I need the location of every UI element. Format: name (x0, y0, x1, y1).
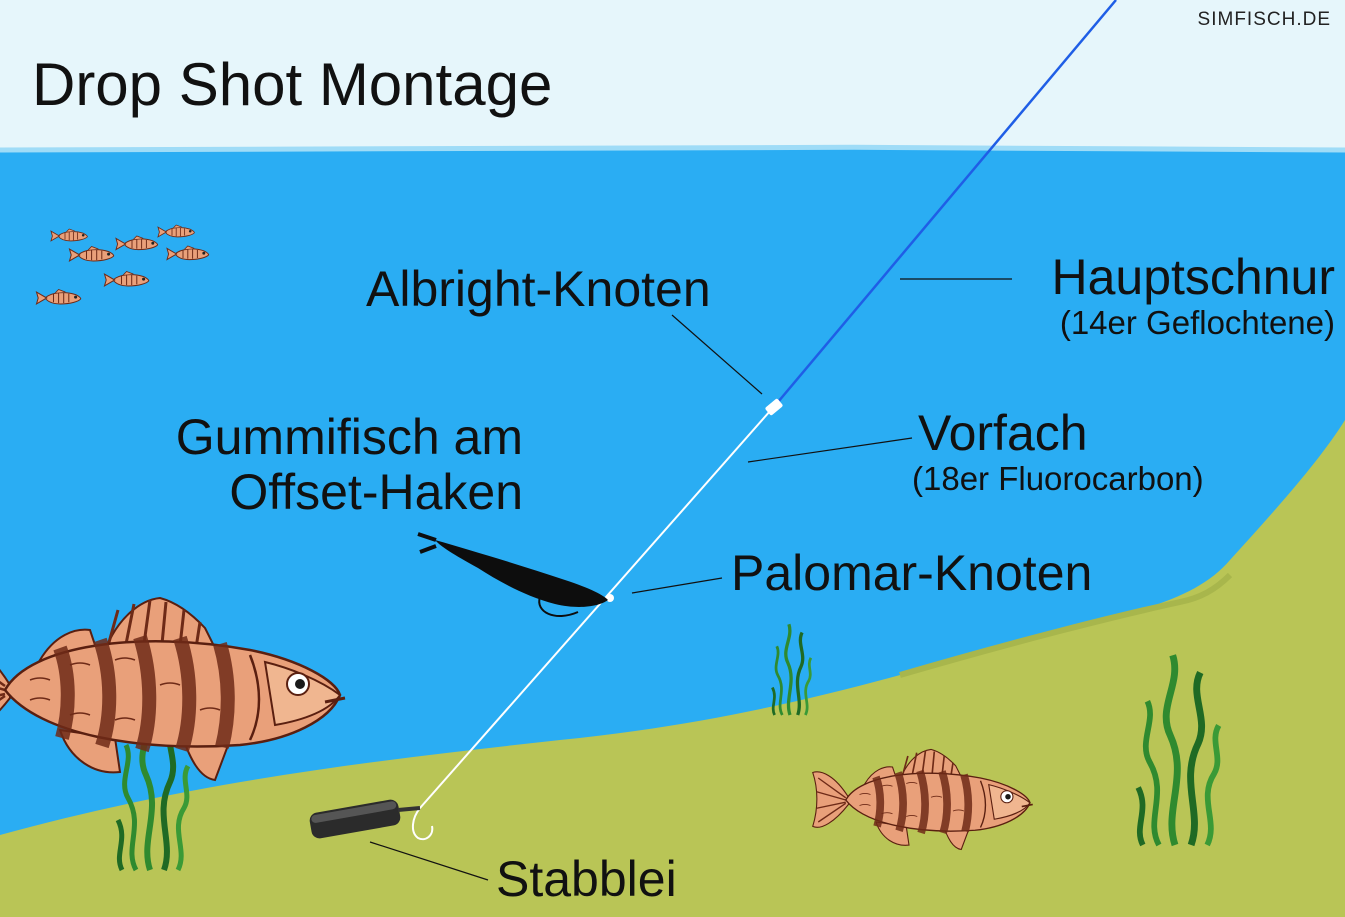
drop-shot-weight-icon (309, 799, 421, 839)
pointer-palomar (631, 577, 723, 594)
pointer-albright (671, 314, 763, 395)
albright-knot (765, 398, 783, 416)
label-gummifisch-line2: Offset-Haken (229, 464, 523, 520)
label-gummifisch-line1: Gummifisch am (175, 409, 523, 465)
leader-line (419, 401, 779, 809)
rubber-fish-tail (417, 532, 437, 554)
label-vorfach-detail: (18er Fluorocarbon) (912, 460, 1204, 497)
pointer-stabblei (369, 841, 489, 881)
rubber-fish-icon (435, 540, 608, 607)
label-vorfach: Vorfach (918, 405, 1088, 461)
hook-icon (412, 807, 434, 841)
lakebed-ridge (899, 572, 1233, 678)
label-hauptschnur-detail: (14er Geflochtene) (1059, 304, 1335, 341)
label-hauptschnur: Hauptschnur (1051, 249, 1336, 305)
pointer-vorfach (747, 437, 913, 463)
label-palomar-knoten: Palomar-Knoten (731, 545, 1093, 601)
main-line (777, 0, 1117, 403)
label-hauptschnur-group: Hauptschnur (14er Geflochtene) (1052, 250, 1336, 341)
label-albright-knoten: Albright-Knoten (366, 261, 711, 317)
site-watermark: SIMFISCH.DE (1197, 9, 1331, 30)
page-title: Drop Shot Montage (32, 51, 553, 118)
offset-hook (538, 596, 579, 617)
palomar-knot (606, 594, 614, 602)
label-stabblei: Stabblei (496, 851, 677, 907)
water-surface (0, 144, 1345, 153)
label-gummifisch-group: Gummifisch am Offset-Haken (176, 410, 523, 520)
label-vorfach-group: Vorfach (18er Fluorocarbon) (912, 406, 1262, 497)
